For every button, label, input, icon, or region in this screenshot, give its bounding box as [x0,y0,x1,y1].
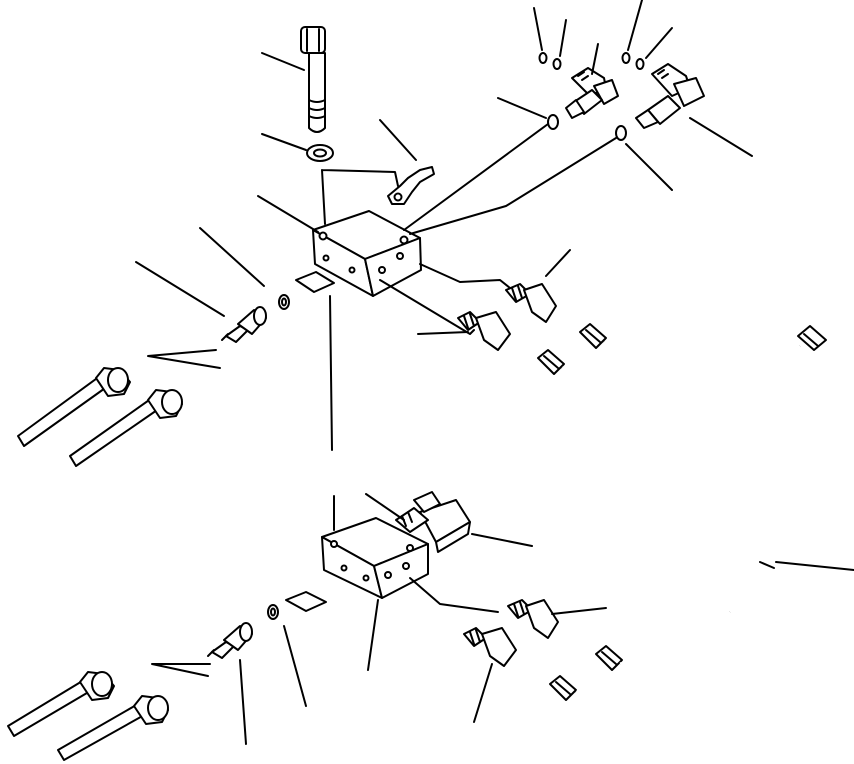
o-rings-top [538,52,645,141]
connector-2 [537,349,565,375]
valve-block-upper [312,210,422,297]
connector-1 [579,323,607,349]
pressure-switch-lower-left [207,622,253,659]
connector-4 [595,645,623,671]
gasket-plate-lower [285,591,327,612]
connector-5 [549,675,577,701]
solenoid-lower [395,491,471,553]
o-ring-lower [267,604,279,620]
leader-lines-upper [135,0,753,451]
connector-3 [797,325,827,351]
valve-block-lower [321,517,429,599]
hose-lower-2 [57,695,169,761]
clamp-bracket [387,166,435,205]
hose-upper-2 [69,389,183,467]
sensor-upper-right-1 [505,283,557,323]
bolt [300,26,326,133]
gasket-plate-upper [295,271,335,293]
washer [306,144,334,162]
leader-lines-lower [151,493,854,745]
o-ring-upper-left [278,294,290,310]
elbow-switch-1 [565,67,619,119]
wiring-harness [561,340,801,699]
hose-lower-1 [7,671,115,737]
hose-upper-1 [17,367,131,447]
sensor-lower-right-2 [463,627,517,667]
elbow-switch-2 [635,63,705,129]
pressure-switch-upper-left [221,306,267,343]
sensor-lower-right-1 [507,599,559,639]
sensor-upper-right-2 [457,311,511,351]
